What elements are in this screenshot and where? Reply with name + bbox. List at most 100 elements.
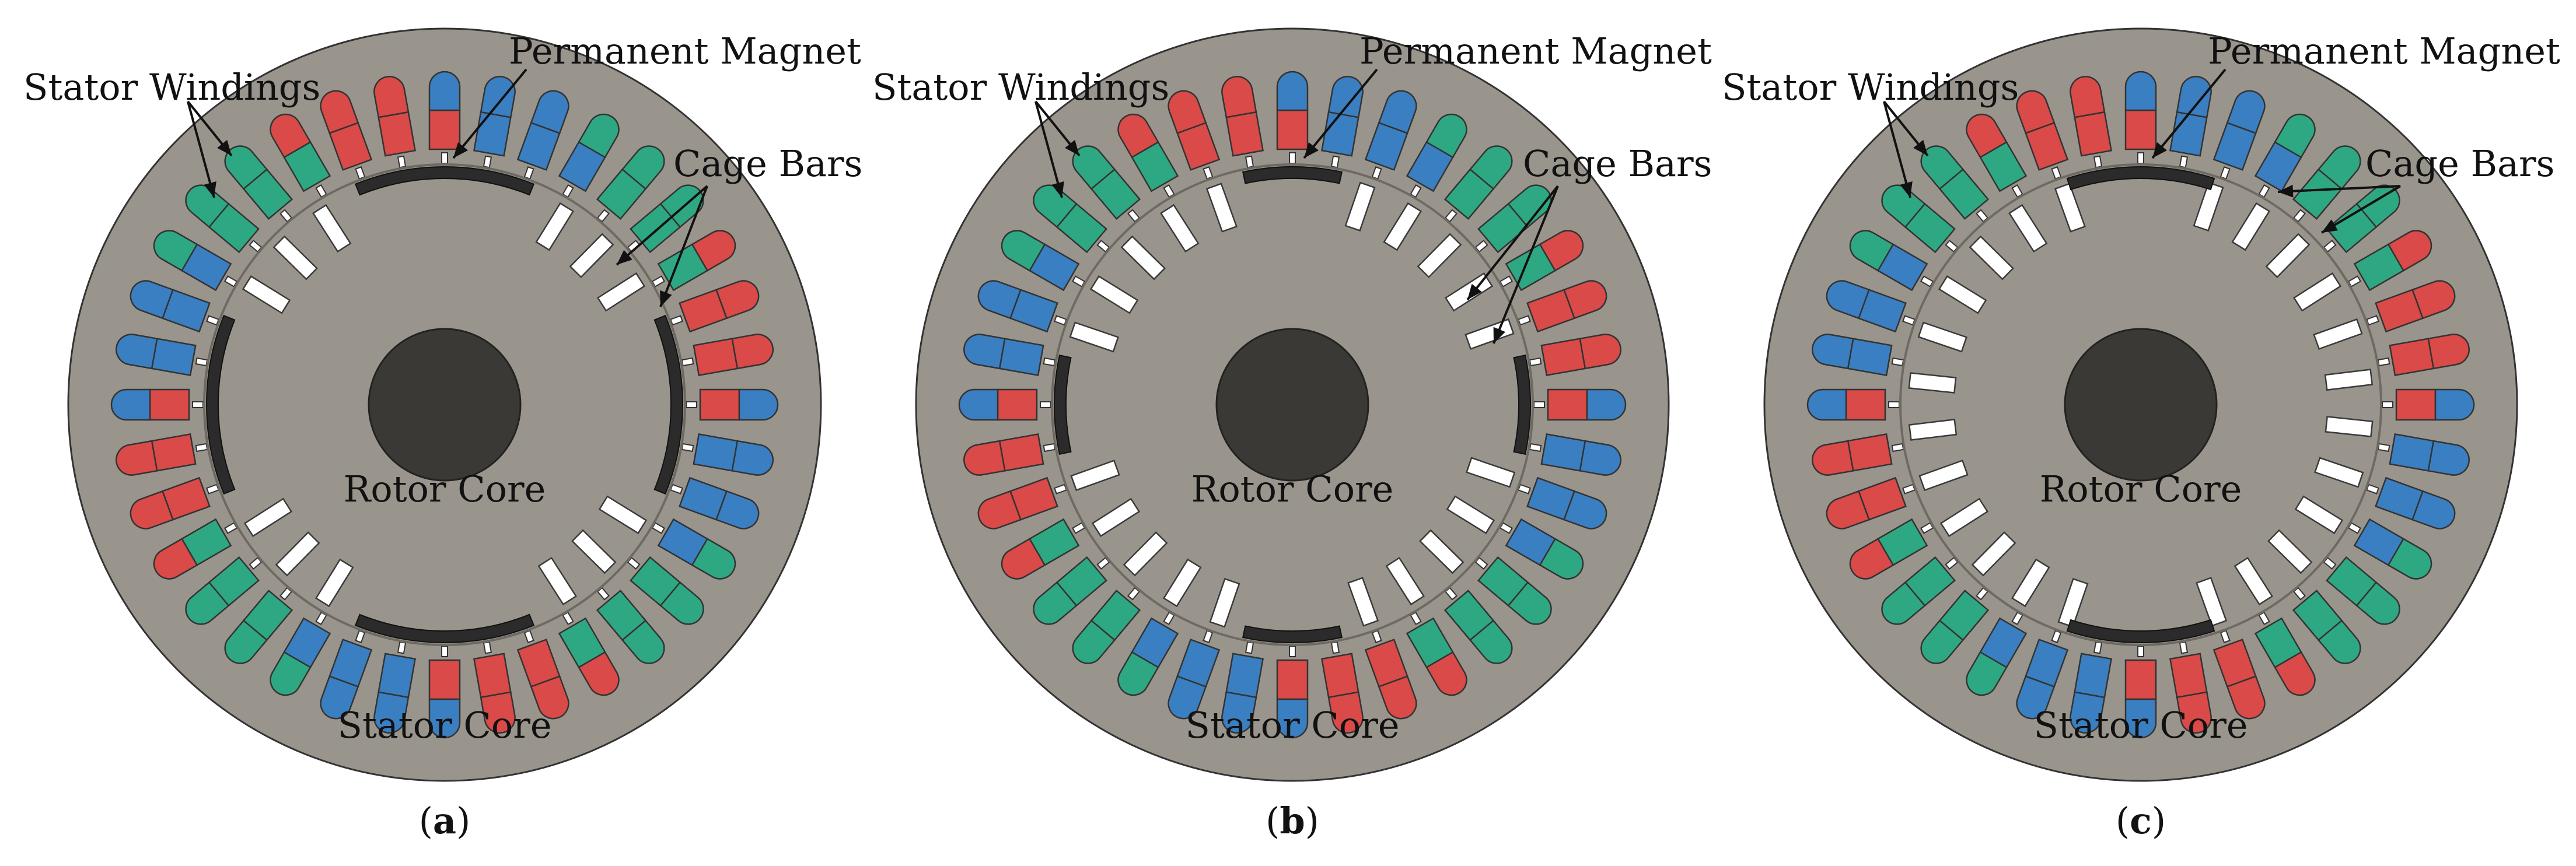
winding-coil-inner xyxy=(1847,433,1893,472)
winding-coil-outer xyxy=(428,698,461,739)
stator-slot xyxy=(110,388,204,421)
winding-coil-outer xyxy=(2411,490,2456,530)
winding-coil-inner xyxy=(428,659,461,700)
cage-bar xyxy=(2234,556,2273,606)
cage-bar xyxy=(2292,272,2342,312)
winding-coil-outer xyxy=(116,440,158,476)
winding-coil-outer xyxy=(1469,145,1513,190)
winding-coil-outer xyxy=(224,145,268,190)
winding-coil-outer xyxy=(1579,440,1621,476)
stator-slot xyxy=(596,145,665,223)
slot-opening xyxy=(651,522,665,534)
stator-slot xyxy=(1276,71,1309,164)
cage-bar xyxy=(1908,418,1958,441)
stator-slot xyxy=(627,556,704,625)
rotor-core-label: Rotor Core xyxy=(2040,468,2242,510)
winding-coil-outer xyxy=(185,581,230,625)
arrowhead xyxy=(1900,181,1913,198)
cage-bar xyxy=(1069,321,1119,353)
slot-opening xyxy=(1289,152,1296,164)
slot-opening xyxy=(1203,166,1214,180)
cage-bar xyxy=(569,233,614,278)
stator-slots xyxy=(958,71,1627,739)
stator-slot xyxy=(1806,388,1900,421)
cage-bar xyxy=(1917,321,1967,353)
cage-bar xyxy=(2054,183,2086,233)
winding-coil-inner xyxy=(1847,338,1893,376)
stator-slot xyxy=(1529,433,1621,476)
winding-coil-outer xyxy=(731,334,774,370)
winding-coil-inner xyxy=(1547,388,1588,421)
cage-bar xyxy=(537,556,577,606)
stator-windings-label: Stator Windings xyxy=(1722,66,2019,108)
slot-opening xyxy=(1529,357,1542,367)
stator-slot xyxy=(1001,518,1086,580)
winding-coil-outer xyxy=(2016,90,2056,134)
winding-coil-inner xyxy=(473,653,512,699)
air-gap xyxy=(1899,163,2382,646)
leader-lines xyxy=(1883,68,2402,234)
winding-coil-outer xyxy=(2387,538,2432,580)
slot-opening xyxy=(1330,155,1340,169)
arrowhead xyxy=(660,290,672,307)
stator-slot xyxy=(2254,113,2316,198)
cage-bar xyxy=(314,558,354,608)
stator-slot xyxy=(373,641,416,734)
leader-stator-windings-2 xyxy=(187,101,215,198)
stator-slot xyxy=(1920,145,1990,223)
arrowhead xyxy=(1467,283,1482,300)
winding-coil-outer xyxy=(2124,71,2157,111)
winding-coil-inner xyxy=(2395,388,2437,421)
stator-slot xyxy=(1168,630,1221,720)
winding-coil-outer xyxy=(1881,581,1926,625)
cage-bar xyxy=(1347,577,1379,627)
stator-windings-label: Stator Windings xyxy=(872,66,1169,108)
cage-bar xyxy=(1939,497,1989,537)
winding-coil-outer xyxy=(530,675,569,720)
leader-permanent-magnet xyxy=(1303,68,1378,159)
cage-bar xyxy=(1091,497,1141,537)
stator-slots xyxy=(1806,71,2475,739)
slot-opening xyxy=(1043,443,1056,453)
stator-slot xyxy=(1920,587,1990,664)
leader-stator-windings-2 xyxy=(1034,101,1063,198)
winding-coil-outer xyxy=(578,113,620,159)
winding-coil-outer xyxy=(2355,581,2400,625)
stator-slot xyxy=(1221,641,1264,734)
stator-slot xyxy=(2169,641,2212,734)
leader-lines xyxy=(1034,68,1559,344)
cage-bar xyxy=(1969,235,2014,281)
panel-c: Stator Windings Permanent Magnet Cage Ba… xyxy=(1722,27,2560,842)
cage-bar xyxy=(2314,457,2364,488)
slot-opening xyxy=(195,443,208,453)
winding-coil-outer xyxy=(578,651,620,696)
air-gap xyxy=(203,163,686,646)
stator-slot xyxy=(558,113,620,198)
winding-coil-inner xyxy=(1276,659,1309,700)
stator-slot xyxy=(651,230,736,292)
arrowhead xyxy=(204,181,216,198)
slot-opening xyxy=(483,641,492,654)
winding-coil-outer xyxy=(1812,440,1854,476)
winding-coil-outer xyxy=(1072,619,1116,664)
slot-opening xyxy=(2137,646,2144,657)
stator-slot xyxy=(1321,76,1364,169)
winding-coil-outer xyxy=(2226,675,2266,720)
slot-opening xyxy=(2258,611,2270,625)
cage-bar xyxy=(1385,556,1425,606)
motor-cross-section-a xyxy=(67,27,822,782)
winding-coil-inner xyxy=(997,388,1038,421)
winding-coil-outer xyxy=(373,76,410,118)
slot-opening xyxy=(2382,401,2393,408)
stator-slot xyxy=(686,388,779,421)
leader-lines xyxy=(187,68,708,307)
winding-coil-outer xyxy=(1327,691,1364,734)
permanent-magnet-label: Permanent Magnet xyxy=(1359,30,1712,72)
winding-coil-outer xyxy=(1966,113,2008,159)
stator-slot xyxy=(2070,76,2112,169)
stator-slot xyxy=(373,76,416,169)
arrowhead xyxy=(617,250,632,265)
winding-coil-inner xyxy=(699,388,740,421)
stator-slot xyxy=(963,433,1056,476)
stator-slot xyxy=(558,611,620,696)
